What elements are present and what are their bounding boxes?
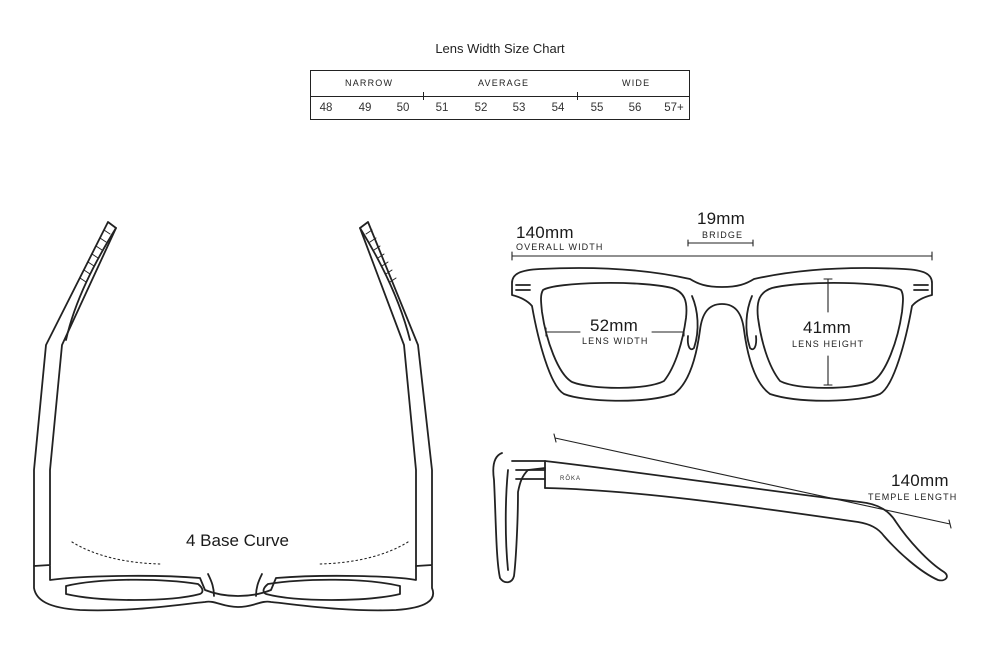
lens-height-label: LENS HEIGHT	[792, 339, 865, 349]
dimension-lines	[511, 239, 952, 529]
size-chart-title: Lens Width Size Chart	[435, 41, 565, 56]
temple-brand-mark: RŌKA	[560, 476, 582, 482]
size-cell: 56	[628, 102, 642, 114]
front-view-glasses	[511, 267, 933, 402]
size-cell: 51	[435, 102, 449, 114]
bridge-value: 19mm	[697, 209, 746, 228]
size-cell: 48	[319, 102, 333, 114]
base-curve-label: 4 Base Curve	[186, 531, 289, 550]
size-cell: 57+	[664, 102, 684, 114]
size-cell: 49	[358, 102, 372, 114]
temple-length-label: TEMPLE LENGTH	[868, 492, 958, 502]
category-divider	[577, 92, 578, 100]
size-chart-table: NARROW AVERAGE WIDE 48 49 50 51 52 53 54…	[310, 70, 690, 120]
size-category-row: NARROW AVERAGE WIDE	[311, 71, 689, 100]
overall-width-value: 140mm	[516, 223, 574, 242]
temple-grip-hatch	[79, 229, 397, 283]
lens-width-label: LENS WIDTH	[582, 336, 649, 346]
temple-length-value: 140mm	[891, 471, 949, 490]
side-view-glasses	[492, 452, 948, 584]
overall-width-label: OVERALL WIDTH	[516, 242, 604, 252]
top-view-glasses	[33, 221, 435, 612]
size-cell: 52	[474, 102, 488, 114]
base-curve-indicator	[71, 541, 409, 565]
category-average: AVERAGE	[478, 78, 530, 88]
bridge-label: BRIDGE	[702, 230, 744, 240]
size-cell: 54	[551, 102, 565, 114]
category-narrow: NARROW	[345, 78, 394, 88]
size-cell: 50	[396, 102, 410, 114]
size-cell: 53	[512, 102, 526, 114]
size-cell: 55	[590, 102, 604, 114]
category-divider	[423, 92, 424, 100]
lens-height-value: 41mm	[803, 318, 852, 337]
lens-width-value: 52mm	[590, 316, 639, 335]
category-wide: WIDE	[622, 78, 651, 88]
